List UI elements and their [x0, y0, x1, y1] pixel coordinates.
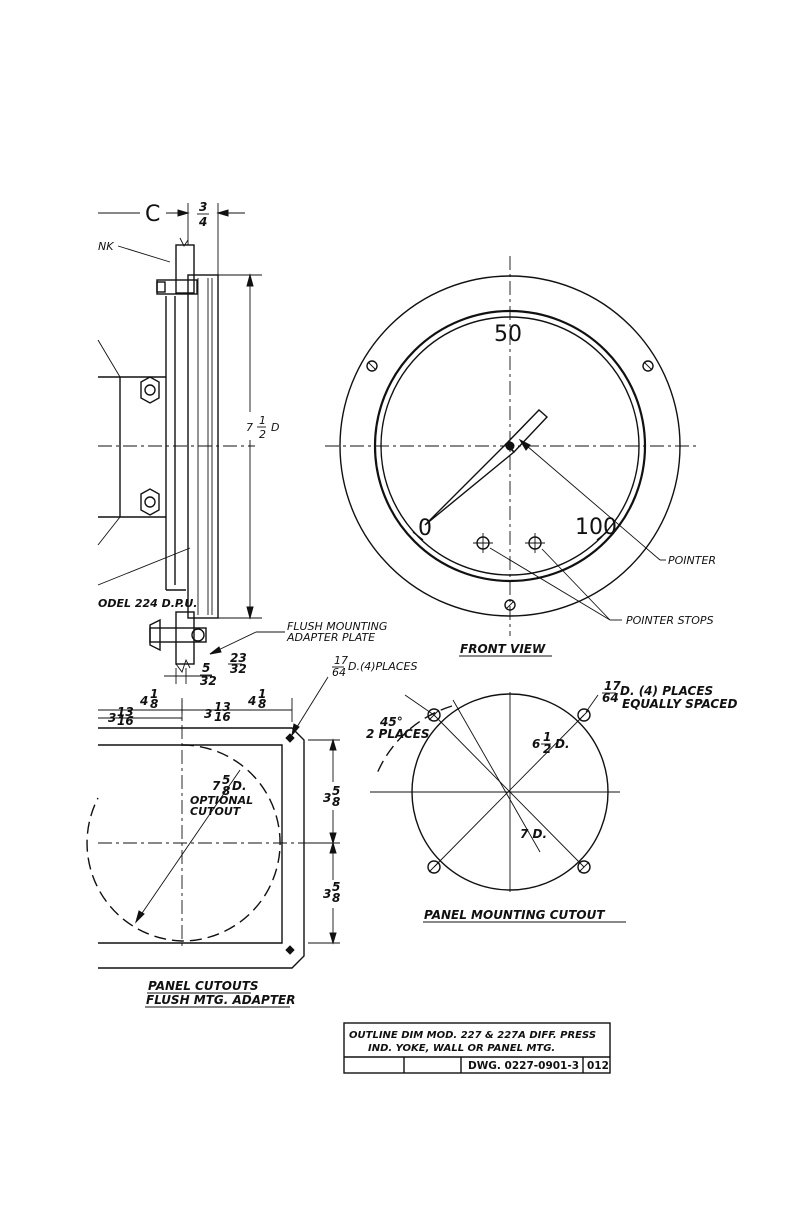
diameter-num: 1: [259, 414, 266, 427]
pm-bolt-den: 2: [543, 742, 551, 756]
pc-vert-bot-den: 8: [332, 891, 340, 905]
pc-title-line1: PANEL CUTOUTS: [148, 979, 259, 993]
pc-left-num: 1: [150, 687, 158, 701]
pm-hole-bl: [427, 860, 441, 874]
pc-optional-whole: 7: [212, 779, 221, 793]
pointer-stop-left: [473, 533, 493, 553]
title-line2: IND. YOKE, WALL OR PANEL MTG.: [368, 1043, 555, 1054]
pm-bolt-num: 1: [543, 730, 551, 744]
pc-left-den: 8: [150, 697, 158, 711]
adapter-label-line1: FLUSH MOUNTING: [287, 620, 387, 633]
pm-hole-text: D. (4) PLACES: [620, 684, 713, 698]
pc-hole-den: 64: [332, 666, 346, 679]
pc-vert-top-num: 5: [332, 784, 340, 798]
pc-optional-line2: CUTOUT: [190, 805, 242, 818]
pm-hole-br: [577, 860, 591, 874]
partial-label: NK: [98, 240, 114, 253]
pointer: [424, 409, 549, 526]
adapter-label-line2: ADAPTER PLATE: [286, 631, 375, 644]
pc-right-num: 1: [258, 687, 266, 701]
pc-mid-num: 13: [214, 700, 231, 714]
scale-50: 50: [494, 322, 522, 347]
dim-three-quarter-den: 4: [198, 215, 207, 229]
bezel-screw-b: [504, 599, 516, 611]
pc-right-den: 8: [258, 697, 266, 711]
pointer-stop-right: [525, 533, 545, 553]
pc-hole-text: D.(4)PLACES: [348, 660, 417, 673]
diameter-whole: 7: [246, 421, 253, 434]
pc-far-left: 3: [108, 711, 116, 725]
thickness-num: 5: [202, 661, 210, 675]
pc-optional-den: 8: [222, 784, 230, 798]
front-view-title: FRONT VIEW: [460, 642, 546, 656]
pm-hole-text2: EQUALLY SPACED: [622, 697, 737, 711]
pc-far-left-den: 16: [117, 714, 134, 728]
gap-num: 23: [230, 651, 247, 665]
dim-c: C: [145, 202, 160, 227]
pc-far-left-num: 13: [117, 705, 134, 719]
pm-angle-label: 45°: [379, 715, 403, 729]
pc-vert-bot-num: 5: [332, 880, 340, 894]
side-view: C 3 4 NK: [97, 200, 387, 688]
dwg-number: DWG. 0227-0901-3: [468, 1060, 579, 1072]
bezel-screw-tl: [366, 360, 378, 372]
pm-hole-tr: [577, 708, 591, 722]
dwg-rev: 012: [587, 1060, 609, 1072]
title-block: OUTLINE DIM MOD. 227 & 227A DIFF. PRESS …: [343, 1022, 611, 1074]
diameter-den: 2: [259, 428, 266, 441]
panel-mounting-cutout: 17 64 D. (4) PLACES EQUALLY SPACED 45° 2…: [366, 679, 737, 923]
pm-title: PANEL MOUNTING CUTOUT: [424, 908, 605, 922]
pc-title-line2: FLUSH MTG. ADAPTER: [146, 993, 295, 1007]
pm-bolt-suffix: D.: [555, 737, 570, 751]
thickness-den: 32: [200, 674, 217, 688]
pc-mid-den: 16: [214, 710, 231, 724]
scale-100: 100: [575, 515, 617, 540]
pm-hole-den: 64: [602, 691, 619, 705]
pc-right-whole: 4: [247, 694, 256, 708]
pc-vert-top-den: 8: [332, 795, 340, 809]
model-label: ODEL 224 D.P.U.: [98, 597, 197, 610]
pc-left-whole: 4: [139, 694, 148, 708]
pc-vert-bot-whole: 3: [323, 887, 331, 901]
pm-hole-num: 17: [604, 679, 621, 693]
nut-lower: [140, 488, 160, 516]
pc-optional-suffix: D.: [232, 779, 247, 793]
pm-cut-dia: 7 D.: [520, 827, 547, 841]
pm-bolt-whole: 6: [532, 737, 540, 751]
nut-upper: [140, 376, 160, 404]
pointer-stops-label: POINTER STOPS: [626, 614, 714, 627]
diameter-suffix: D: [271, 421, 279, 434]
front-view: 50 0 100 POINTER POINTER STOPS FRONT VIE…: [325, 256, 716, 657]
pc-vert-top-whole: 3: [323, 791, 331, 805]
pc-hole-num: 17: [334, 654, 348, 667]
pm-angle-places: 2 PLACES: [366, 727, 430, 741]
panel-cutouts: 17 64 D.(4)PLACES 4 1 8 4 1 8 3 13 16 3 …: [86, 654, 417, 1008]
title-line1: OUTLINE DIM MOD. 227 & 227A DIFF. PRESS: [349, 1030, 596, 1041]
pc-optional-line1: OPTIONAL: [190, 794, 253, 807]
pointer-label: POINTER: [668, 554, 716, 567]
dim-three-quarter-num: 3: [199, 200, 207, 214]
gap-mid: 32: [230, 662, 247, 676]
pc-optional-num: 5: [222, 773, 230, 787]
bezel-screw-tr: [642, 360, 654, 372]
pc-mid-whole: 3: [204, 707, 212, 721]
